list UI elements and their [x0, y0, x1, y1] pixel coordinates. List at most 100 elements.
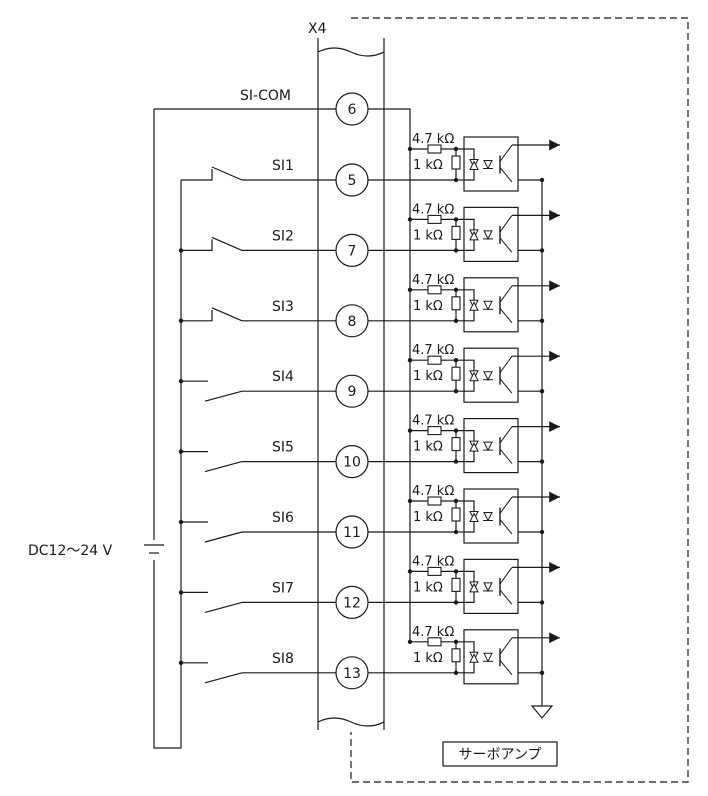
pin-number: 5: [348, 173, 357, 189]
led-diode-down: [469, 371, 479, 382]
input-label: SI2: [272, 228, 294, 244]
pin-circle-si-com: [335, 92, 369, 126]
pin-number: 8: [348, 314, 357, 330]
pin-number: 12: [343, 595, 361, 611]
resistor-label-lower: 1 kΩ: [413, 158, 443, 173]
junction-dot: [178, 590, 184, 595]
resistor-label-lower: 1 kΩ: [413, 228, 443, 243]
led-diode-emitter: [483, 652, 493, 663]
resistor-1k: [451, 648, 461, 663]
junction-dot: [407, 428, 413, 433]
input-channel: SI8 13 4.7 kΩ 1 kΩ: [178, 625, 560, 690]
junction-dot: [453, 428, 459, 433]
input-label: SI1: [272, 158, 294, 174]
pin-number: 11: [343, 525, 361, 541]
junction-dot: [453, 600, 459, 605]
resistor-label-upper: 4.7 kΩ: [412, 132, 454, 147]
led-diode-down: [469, 653, 479, 663]
input-channel: SI6 11 4.7 kΩ 1 kΩ: [178, 484, 560, 549]
junction-dot: [178, 660, 184, 665]
resistor-label-upper: 4.7 kΩ: [412, 484, 454, 499]
junction-dot: [453, 177, 459, 183]
junction-dot: [539, 600, 545, 605]
internal-common: [530, 180, 554, 719]
junction-dot: [407, 146, 413, 152]
switch-contact: [181, 166, 243, 181]
led-diode-emitter: [483, 441, 493, 452]
junction-dot: [453, 389, 459, 394]
resistor-1k: [451, 577, 461, 592]
junction-dot: [178, 248, 184, 253]
junction-dot: [407, 569, 413, 574]
junction-dot: [453, 459, 459, 464]
resistor-label-upper: 4.7 kΩ: [412, 625, 454, 640]
led-diode-down: [469, 512, 479, 522]
junction-dot: [407, 639, 413, 644]
servo-amp-label: サーボアンプ: [458, 747, 541, 763]
phototransistor-leads: [499, 567, 513, 605]
junction-dot: [407, 358, 413, 363]
resistor-1k: [451, 366, 461, 381]
led-diode-down: [469, 230, 479, 241]
junction-dot: [178, 318, 184, 323]
resistor-1k: [451, 437, 461, 452]
junction-dot: [539, 318, 545, 323]
phototransistor-leads: [499, 355, 513, 394]
input-label: SI7: [272, 580, 294, 596]
phototransistor-leads: [499, 144, 513, 183]
resistor-1k: [451, 296, 461, 311]
pin-number: 13: [343, 666, 361, 682]
resistor-label-lower: 1 kΩ: [413, 651, 443, 666]
led-diode-emitter: [483, 160, 493, 170]
resistor-label-lower: 1 kΩ: [413, 440, 443, 455]
led-diode-down: [469, 582, 479, 593]
resistor-1k: [451, 155, 461, 170]
phototransistor-leads: [499, 215, 513, 253]
resistor-label-upper: 4.7 kΩ: [412, 343, 454, 358]
junction-dot: [178, 519, 184, 525]
switch-contact: [181, 591, 243, 613]
junction-dot: [407, 498, 413, 504]
resistor-label-lower: 1 kΩ: [413, 580, 443, 595]
switch-contact: [181, 380, 243, 402]
phototransistor-leads: [499, 496, 513, 535]
resistor-label-upper: 4.7 kΩ: [412, 273, 454, 288]
resistor-label-lower: 1 kΩ: [413, 299, 443, 314]
input-label: SI6: [272, 510, 294, 526]
led-diode-emitter: [483, 371, 493, 381]
si-com-line: SI-COM 6: [154, 88, 411, 642]
phototransistor-leads: [499, 637, 513, 676]
resistor-label-upper: 4.7 kΩ: [412, 554, 454, 569]
input-label: SI5: [272, 440, 294, 456]
junction-dot: [453, 248, 459, 253]
connector-label: X4: [308, 21, 327, 37]
resistor-1k: [451, 507, 461, 522]
junction-dot: [539, 248, 545, 253]
junction-dot: [539, 389, 545, 394]
resistor-1k: [451, 225, 461, 240]
pin-number-si-com: 6: [348, 102, 357, 118]
junction-dot: [178, 449, 184, 454]
switch-contact: [181, 521, 243, 543]
input-label: SI4: [272, 369, 294, 385]
junction-dot: [453, 529, 459, 535]
led-diode-down: [469, 301, 479, 311]
junction-dot: [407, 217, 413, 222]
resistor-label-lower: 1 kΩ: [413, 510, 443, 525]
input-label: SI8: [272, 651, 294, 667]
led-diode-emitter: [483, 230, 493, 241]
led-diode-down: [469, 441, 479, 452]
junction-dot: [539, 670, 545, 675]
input-channel: SI3 8 4.7 kΩ 1 kΩ: [178, 273, 560, 338]
si-com-label: SI-COM: [240, 88, 291, 104]
resistor-label-lower: 1 kΩ: [413, 369, 443, 384]
led-diode-emitter: [483, 512, 493, 522]
input-label: SI3: [272, 299, 294, 315]
junction-dot: [178, 379, 184, 384]
led-diode-emitter: [483, 582, 493, 593]
